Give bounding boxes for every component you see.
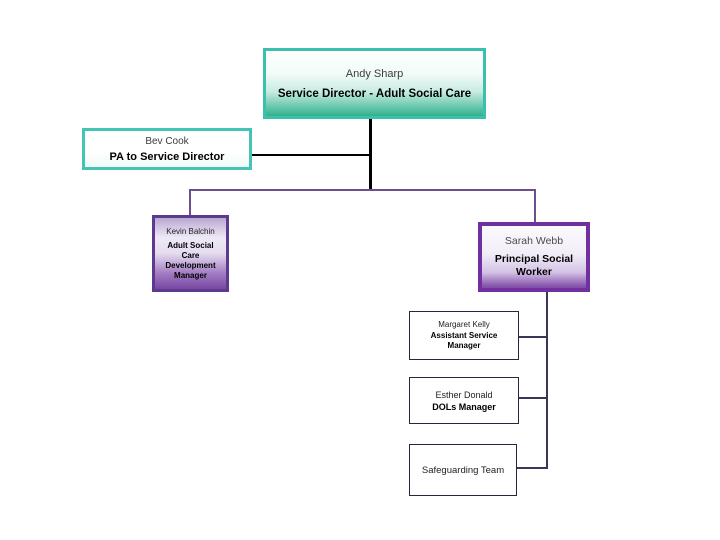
org-node-pa-to-service-director: Bev Cook PA to Service Director <box>82 128 252 170</box>
person-name: Margaret Kelly <box>438 319 490 329</box>
person-name: Esther Donald <box>435 389 493 400</box>
org-node-assistant-service-manager: Margaret Kelly Assistant Service Manager <box>409 311 519 360</box>
person-name: Andy Sharp <box>345 67 404 80</box>
person-title: Service Director - Adult Social Care <box>277 87 472 100</box>
org-node-service-director: Andy Sharp Service Director - Adult Soci… <box>263 48 486 119</box>
connector-pa-branch <box>252 154 370 156</box>
person-name: Bev Cook <box>145 135 189 147</box>
person-title: PA to Service Director <box>109 150 225 163</box>
org-node-dols-manager: Esther Donald DOLs Manager <box>409 377 519 424</box>
person-name: Kevin Balchin <box>166 226 215 236</box>
org-node-principal-social-worker: Sarah Webb Principal Social Worker <box>478 222 590 292</box>
org-node-development-manager: Kevin Balchin Adult Social Care Developm… <box>152 215 229 292</box>
connector-branch-dols-manager <box>519 397 547 399</box>
team-name: Safeguarding Team <box>421 464 505 476</box>
connector-children-horizontal <box>189 189 536 191</box>
person-title: Assistant Service Manager <box>430 330 498 350</box>
connector-service-director-stem <box>369 119 372 190</box>
person-name: Sarah Webb <box>504 234 564 247</box>
connector-drop-principal-social-worker <box>534 189 536 223</box>
connector-principal-stem <box>546 292 548 469</box>
person-title: Adult Social Care Development Manager <box>165 240 216 280</box>
connector-branch-assistant-service-manager <box>519 336 547 338</box>
connector-branch-safeguarding-team <box>517 467 547 469</box>
connector-drop-development-manager <box>189 189 191 216</box>
person-title: DOLs Manager <box>432 401 496 412</box>
org-node-safeguarding-team: Safeguarding Team <box>409 444 517 496</box>
person-title: Principal Social Worker <box>494 252 574 278</box>
